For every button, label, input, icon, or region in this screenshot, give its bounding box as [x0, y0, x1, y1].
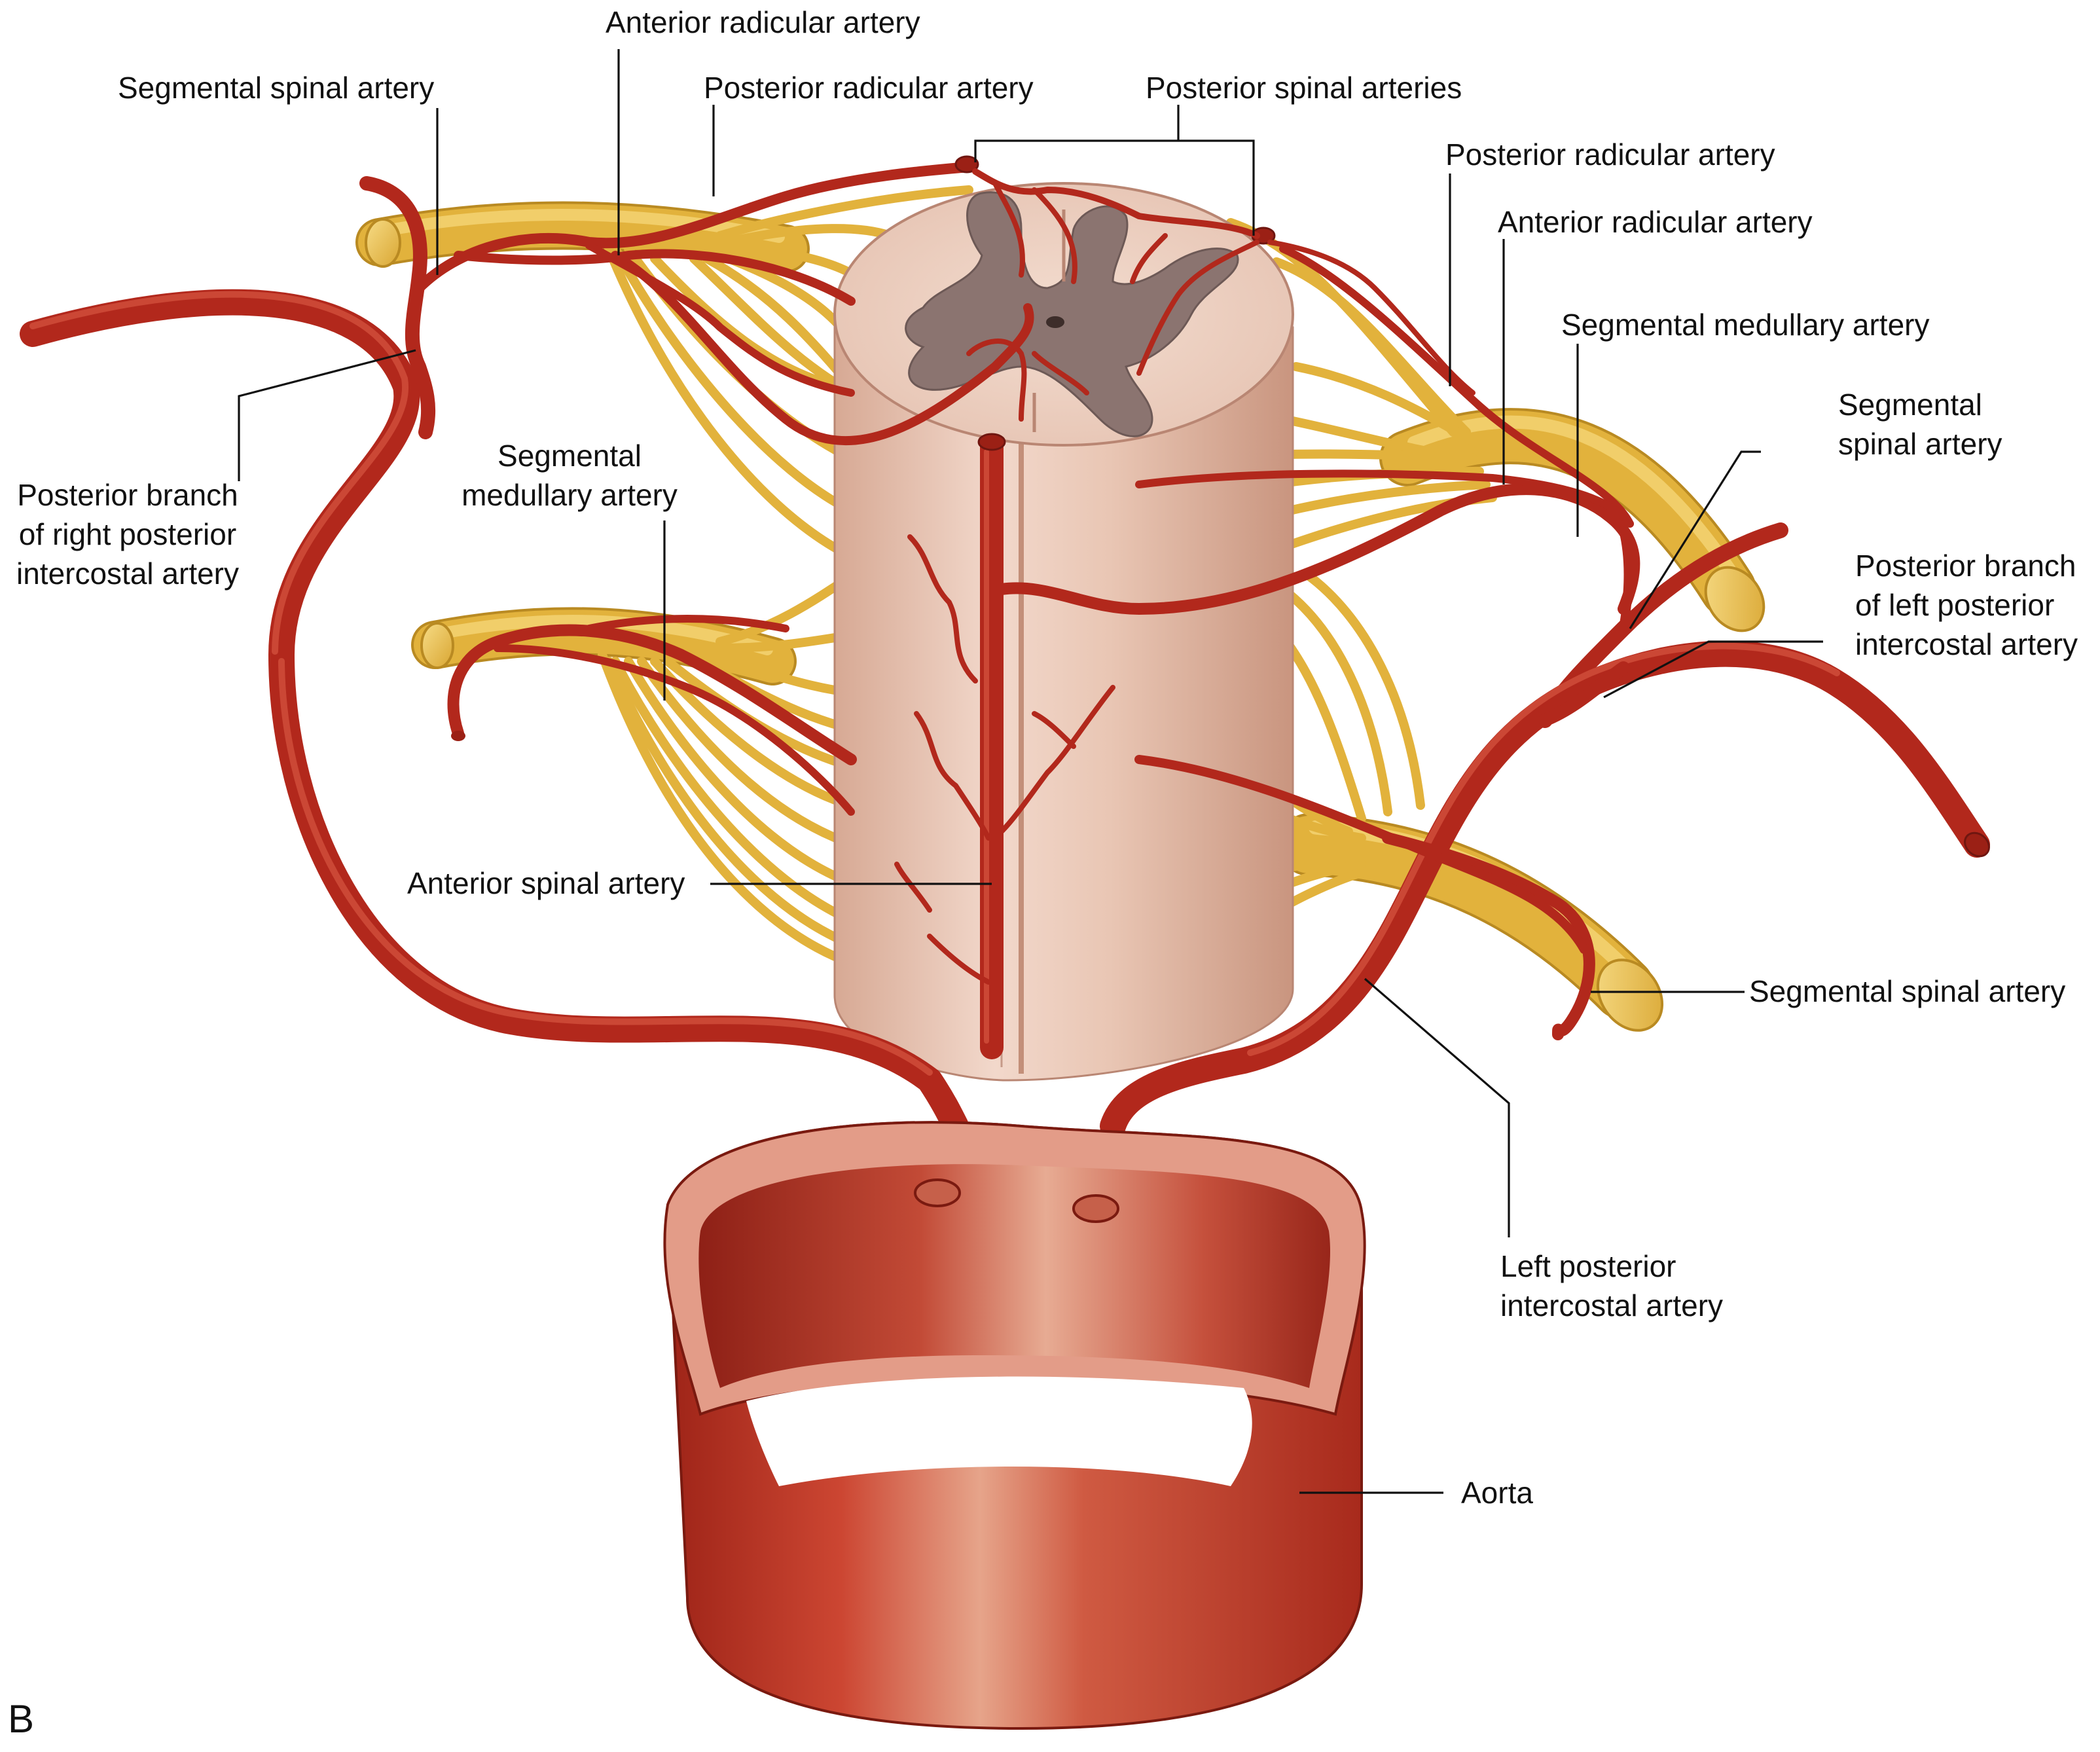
label-post-branch-right-l3: intercostal artery [16, 557, 239, 591]
label-aorta: Aorta [1461, 1476, 1533, 1510]
label-anterior-radicular-artery-right: Anterior radicular artery [1498, 205, 1813, 239]
label-segmental-spinal-artery-top-left: Segmental spinal artery [118, 71, 434, 105]
nerve-cut-end-lower-right [1596, 958, 1664, 1032]
posterior-spinal-artery-left-lumen [954, 155, 979, 173]
aorta-ostium-right [1072, 1194, 1119, 1223]
label-segmental-medullary-left-l2: medullary artery [462, 478, 678, 512]
label-posterior-radicular-artery-right: Posterior radicular artery [1445, 137, 1775, 172]
label-segmental-spinal-artery-right-l1: Segmental [1838, 388, 1982, 422]
label-left-posterior-intercostal-l1: Left posterior [1500, 1249, 1676, 1283]
label-post-branch-left-l1: Posterior branch [1855, 549, 2076, 583]
label-post-branch-left-l2: of left posterior [1855, 588, 2054, 622]
segmental-medullary-artery-left [447, 624, 857, 765]
aorta-ostium-left [914, 1178, 961, 1207]
label-segmental-spinal-artery-right-l2: spinal artery [1838, 427, 2002, 461]
label-posterior-radicular-artery-top: Posterior radicular artery [704, 71, 1034, 105]
label-post-branch-left-l3: intercostal artery [1855, 627, 2078, 661]
label-posterior-spinal-arteries: Posterior spinal arteries [1146, 71, 1462, 105]
segmental-spinal-artery-top-left [359, 176, 436, 439]
label-segmental-spinal-artery-bottom-right: Segmental spinal artery [1749, 974, 2065, 1008]
left-posterior-intercostal-artery [1100, 640, 1990, 1139]
aorta-lumen [698, 1164, 1331, 1388]
arteries [20, 155, 1990, 1139]
nerve-cut-end-upper-right [1704, 566, 1765, 632]
leader-lines [238, 49, 1823, 1494]
aorta [663, 1121, 1366, 1730]
label-segmental-medullary-artery-right: Segmental medullary artery [1561, 308, 1929, 342]
label-segmental-medullary-left-l1: Segmental [498, 439, 642, 473]
aorta-opening [746, 1376, 1252, 1486]
label-post-branch-right-l2: of right posterior [19, 517, 236, 551]
label-post-branch-right-l1: Posterior branch [17, 478, 238, 512]
spinal-cord [833, 182, 1294, 1082]
labels: Anterior radicular artery Segmental spin… [8, 5, 2078, 1741]
label-anterior-spinal-artery: Anterior spinal artery [407, 866, 685, 900]
central-canal [1046, 316, 1064, 328]
label-left-posterior-intercostal-l2: intercostal artery [1500, 1288, 1723, 1323]
segmental-medullary-artery-right [996, 483, 1640, 615]
panel-letter: B [8, 1697, 34, 1741]
segmental-spinal-artery-bottom-right [1382, 832, 1595, 1040]
label-anterior-radicular-artery-top: Anterior radicular artery [606, 5, 920, 39]
nerve-cut-end-upper-left [365, 218, 401, 268]
